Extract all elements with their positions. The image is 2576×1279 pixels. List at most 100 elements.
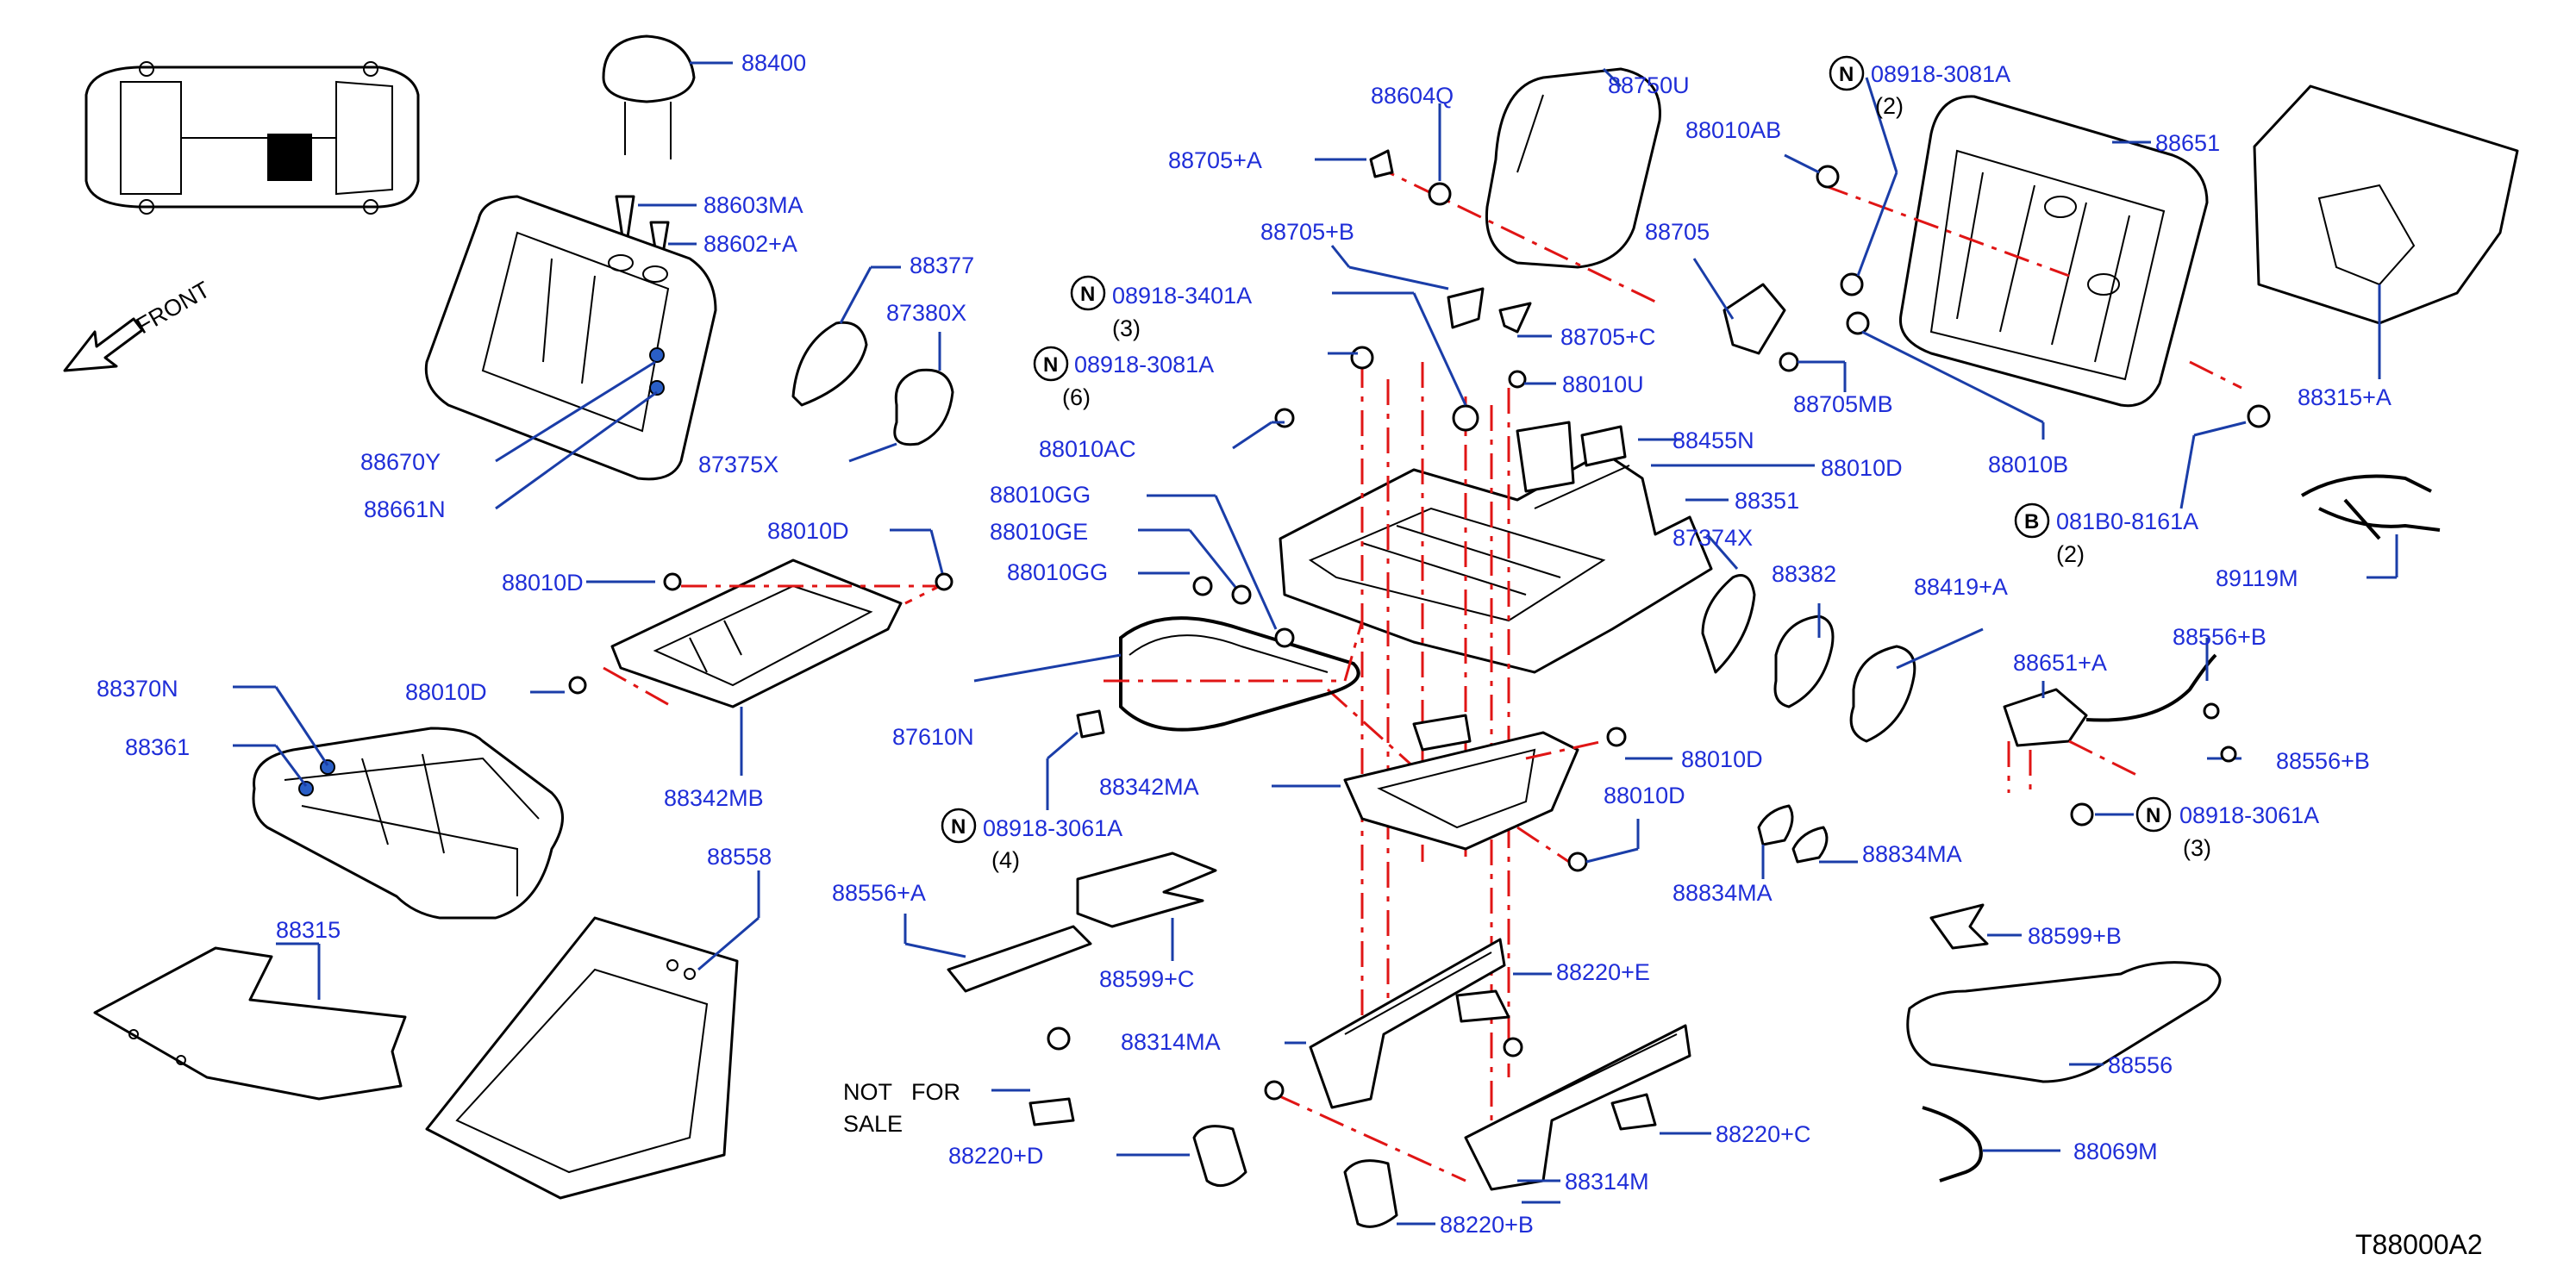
part-label: 88010AB: [1685, 117, 1781, 143]
part-label: 88705+C: [1560, 324, 1655, 350]
part-label: 88558: [707, 844, 772, 870]
fastener-symbol: N: [1839, 63, 1854, 86]
frame-bracket: [1516, 421, 1575, 493]
side-cover-87380x: [893, 368, 954, 446]
part-label: 88351: [1735, 488, 1799, 514]
part-label: 88010AC: [1039, 436, 1136, 462]
part-label: 89119M: [2216, 565, 2298, 591]
part-label: 88599+C: [1099, 966, 1194, 992]
nut-symbol-icon: [941, 55, 2172, 844]
cover-88220d: [1192, 1125, 1247, 1188]
part-label: 88750U: [1608, 72, 1690, 98]
trim-88599c: [1076, 852, 1217, 928]
cover-88220c: [1610, 1093, 1657, 1131]
fastener-code: 08918-3061A: [2179, 802, 2319, 828]
part-label: 87610N: [892, 724, 974, 750]
not-for-sale-label: NOT FOR: [843, 1079, 960, 1105]
part-label: 88705+A: [1168, 147, 1262, 173]
bracket-88705: [1723, 283, 1786, 355]
clip-88705mb: [1779, 352, 1799, 372]
part-label: 88010GG: [990, 482, 1091, 508]
fastener-qty: (2): [1875, 93, 1904, 119]
part-label: 88010D: [1604, 783, 1685, 808]
cover-88220b: [1343, 1159, 1398, 1228]
trim-88556a: [947, 925, 1092, 993]
bracket-88455n: [1580, 425, 1627, 467]
part-label: 88556+A: [832, 880, 926, 906]
clip-88604q: [1428, 182, 1452, 206]
part-label: 88556+B: [2173, 624, 2267, 650]
harness-87610n: [1076, 616, 1360, 739]
fastener-symbol: N: [2146, 804, 2160, 827]
clip-88705c: [1498, 302, 1532, 334]
fastener-code: 08918-3081A: [1871, 61, 2010, 87]
part-label: 88382: [1772, 561, 1836, 587]
part-label: 88603MA: [703, 192, 803, 218]
fastener-qty: (3): [1112, 315, 1141, 341]
part-label: 88361: [125, 734, 190, 760]
part-label: 88705MB: [1793, 391, 1893, 417]
part-label: 88602+A: [703, 231, 797, 257]
part-label: 88556+B: [2276, 748, 2370, 774]
bolt-symbol-icon: [2014, 502, 2050, 539]
seat-frame-88351: [1279, 451, 1713, 674]
fastener-qty: (6): [1062, 384, 1091, 410]
seatback-assembly: [424, 195, 717, 481]
part-label: 87375X: [698, 452, 778, 477]
panel-88315a: [2253, 84, 2519, 325]
clip-88705a: [1369, 149, 1394, 178]
fastener-code: 08918-3081A: [1074, 352, 1214, 377]
wire-88069m: [1922, 1106, 1983, 1182]
part-label: 88314M: [1565, 1169, 1649, 1195]
headrest: [602, 34, 696, 159]
part-label: 88342MB: [664, 785, 764, 811]
part-label: 88010U: [1562, 371, 1644, 397]
part-label: 88370N: [97, 676, 178, 702]
part-label: 88220+E: [1556, 959, 1650, 985]
cover-88834ma-b: [1791, 826, 1829, 864]
part-label: 88010GE: [990, 519, 1088, 545]
part-label: 88705: [1645, 219, 1710, 245]
mat-88558: [425, 916, 739, 1200]
bracket-not-for-sale: [1029, 1097, 1075, 1126]
part-label: 88604Q: [1371, 83, 1454, 109]
part-label: 88010D: [502, 570, 584, 596]
fastener-symbol: N: [1043, 353, 1058, 377]
part-label: 88670Y: [360, 449, 441, 475]
not-for-sale-label: SALE: [843, 1111, 903, 1137]
part-label: 88010D: [767, 518, 849, 544]
part-label: 88010D: [1681, 746, 1763, 772]
seatback-pad-88750u: [1485, 67, 1661, 269]
bolt-icon: [1274, 346, 1527, 432]
part-label: 88220+C: [1716, 1121, 1810, 1147]
part-label: 88834MA: [1673, 880, 1773, 906]
part-label: 88314MA: [1121, 1029, 1221, 1055]
front-label: FRONT: [132, 277, 215, 339]
fastener-code: 081B0-8161A: [2056, 508, 2198, 534]
part-label: 88556: [2108, 1052, 2173, 1078]
part-label: 88419+A: [1914, 574, 2008, 600]
part-label: 87380X: [886, 300, 966, 326]
bolt-icon: [1047, 1026, 1523, 1101]
wire-89119m: [2300, 474, 2441, 540]
part-label: 88651: [2155, 130, 2220, 156]
nut-icon: [2070, 702, 2237, 827]
part-label: 88010GG: [1007, 559, 1108, 585]
cushion-pan-88342ma: [1343, 714, 1579, 851]
part-label: 88010D: [1821, 455, 1903, 481]
part-label: 88069M: [2073, 1139, 2158, 1164]
cover-88834ma-a: [1757, 804, 1794, 846]
cover-88220e: [1455, 989, 1510, 1023]
fastener-qty: (2): [2056, 541, 2085, 567]
part-label: 88599+B: [2028, 923, 2122, 949]
rail-88314ma: [1309, 938, 1506, 1109]
grommet-icon: [1192, 576, 1295, 648]
bolt-icon: [568, 572, 953, 695]
part-label: 88315+A: [2298, 384, 2392, 410]
diagram-code: T88000A2: [2355, 1229, 2483, 1260]
bolt-icon: [1816, 165, 2271, 428]
seat-cushion-88361: [252, 727, 564, 920]
floor-mat-88315: [93, 946, 407, 1101]
fastener-symbol: N: [951, 815, 966, 839]
rail-88314m: [1464, 1024, 1691, 1191]
